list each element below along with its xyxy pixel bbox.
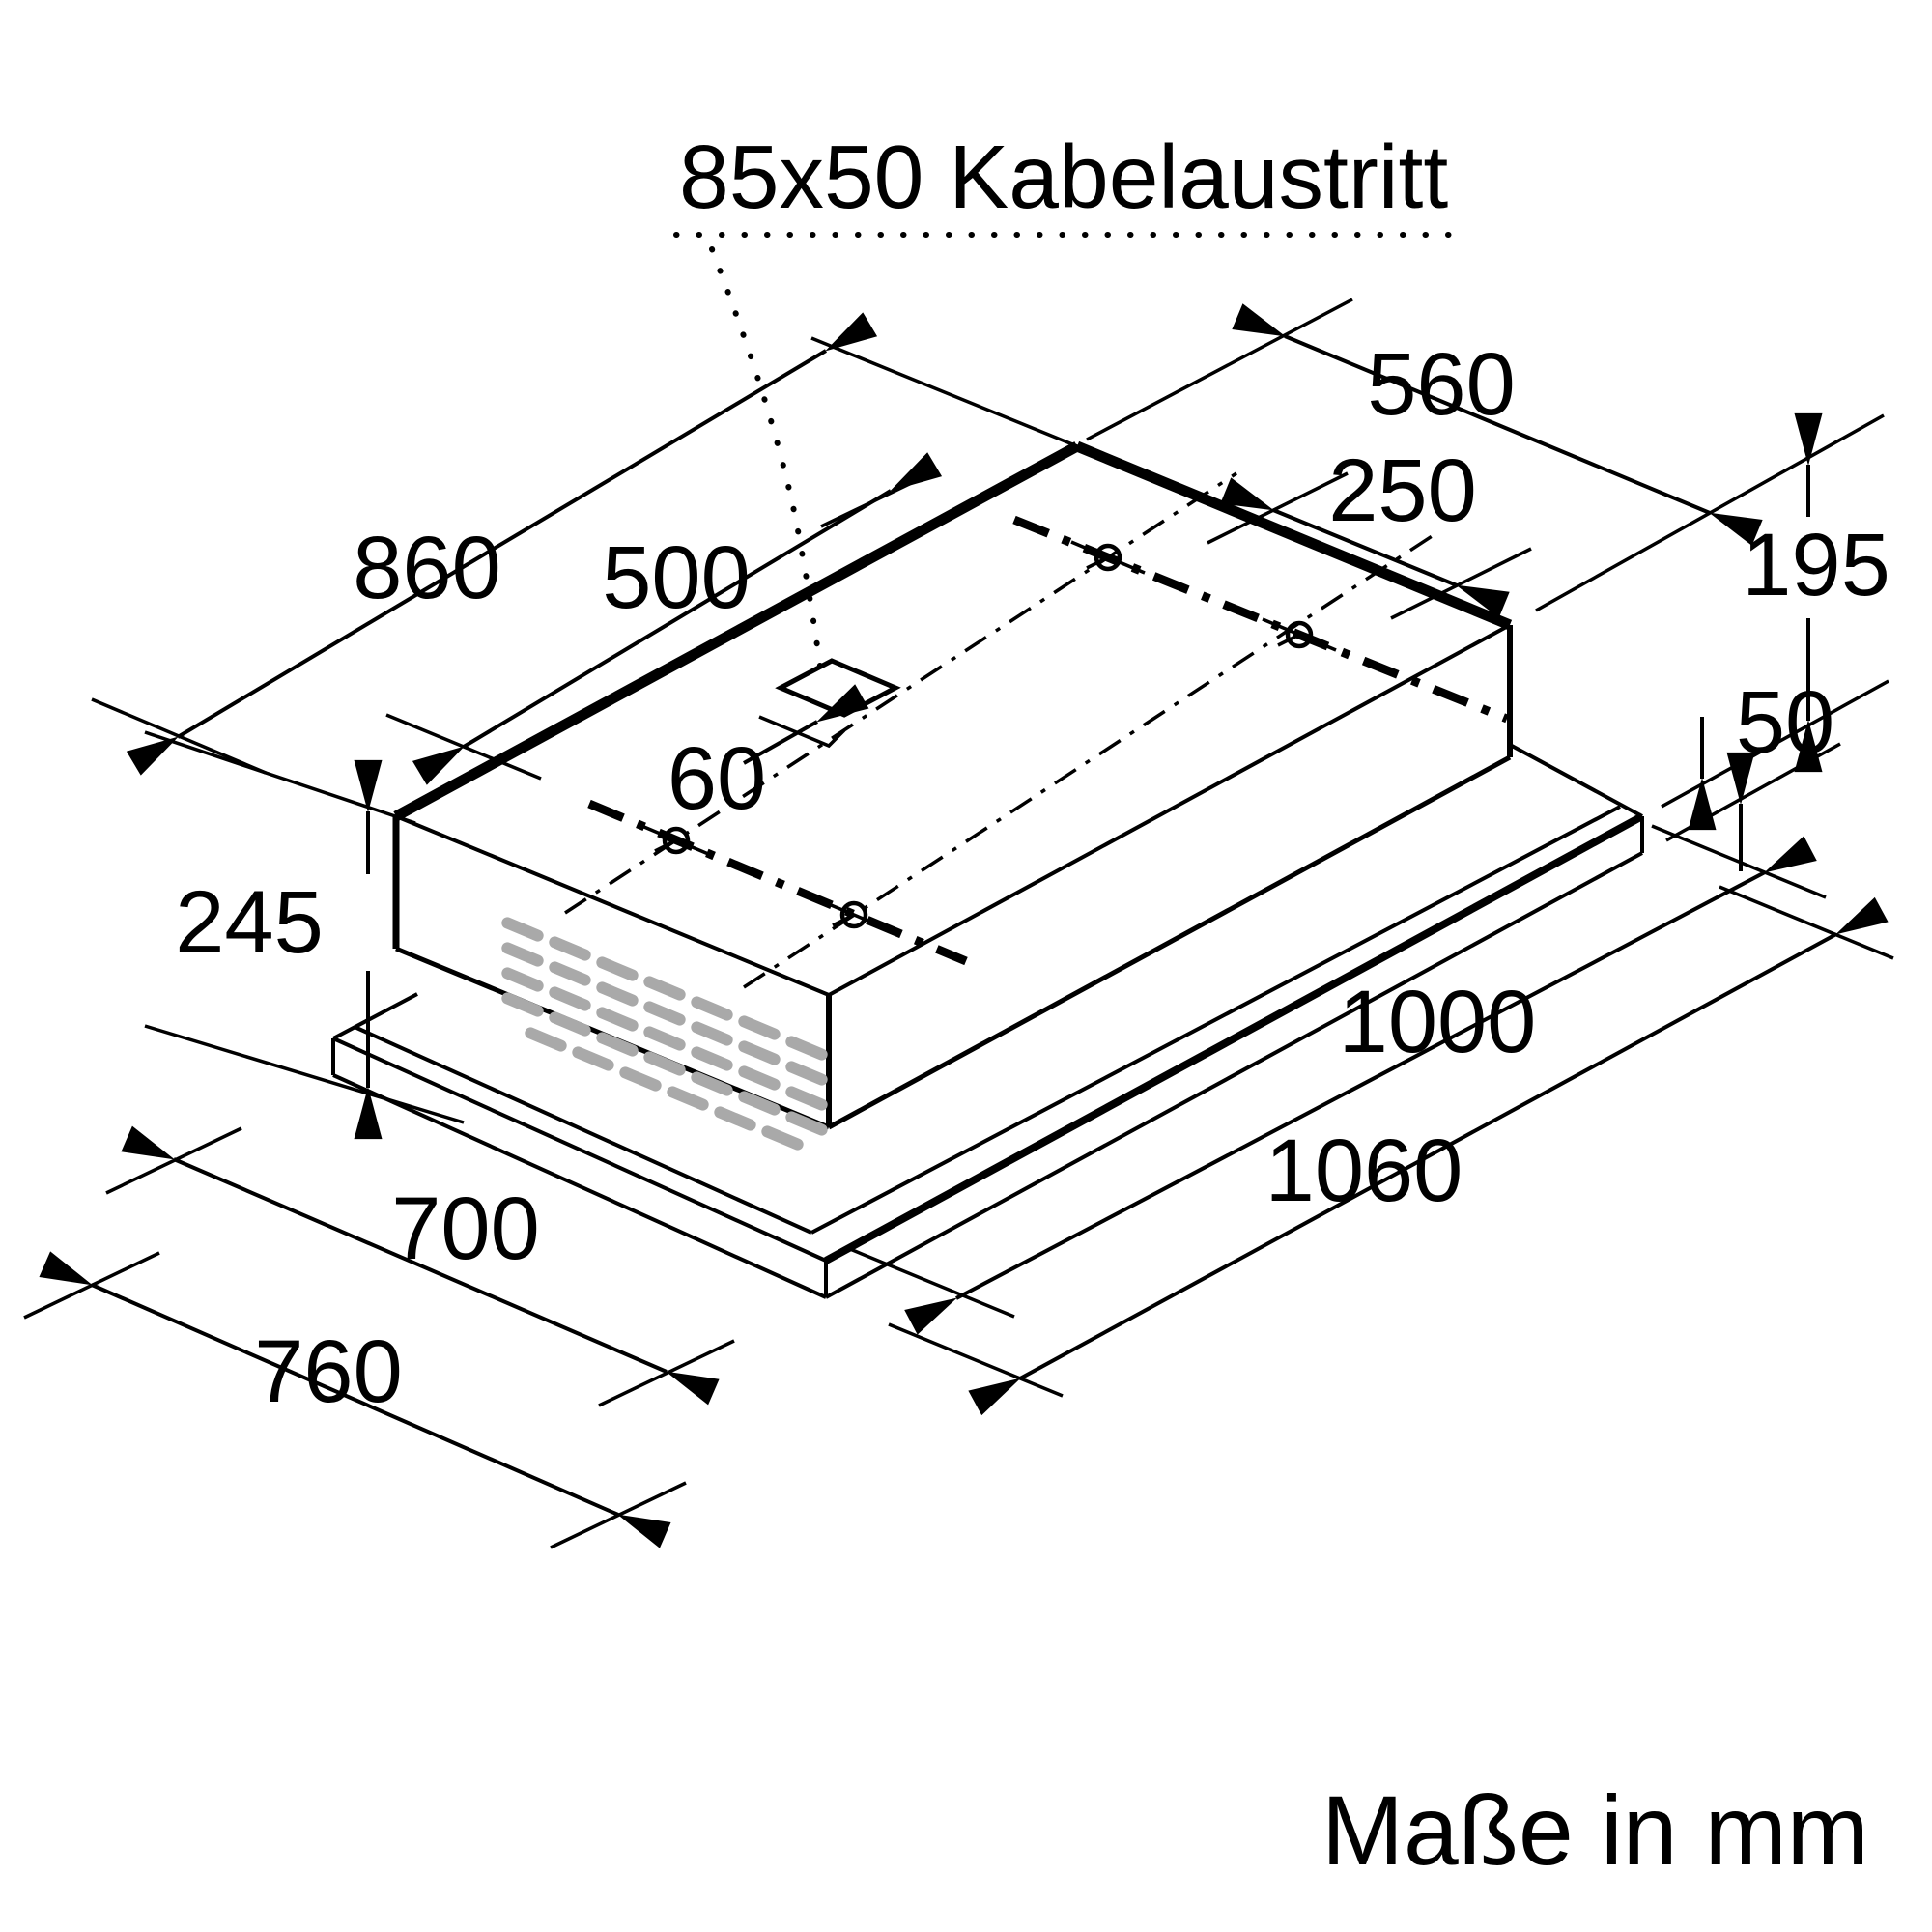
box-top-front-right-edge [828, 623, 1511, 997]
dim-line-hole-spacing-width [1220, 477, 1510, 618]
ext-line [888, 1322, 1064, 1398]
dim-line-panel-inner-length [904, 836, 1817, 1335]
dim-label-box-width: 560 [1367, 335, 1516, 434]
dim-label-panel-inner-length: 1000 [1339, 973, 1537, 1071]
keyhole-slot [816, 897, 892, 932]
dim-line-box-width [1232, 303, 1763, 546]
dim-label-cable-outlet-offset: 60 [668, 729, 766, 828]
mounting-keyholes [639, 540, 1337, 932]
ext-line [1719, 885, 1894, 960]
keyhole-slot [1262, 617, 1337, 652]
dim-label-box-length: 860 [353, 519, 501, 617]
units-note: Maße in mm [1321, 1776, 1869, 1886]
dim-label-panel-inner-width: 700 [391, 1179, 540, 1278]
cable-outlet-cutout [758, 658, 901, 749]
dim-label-panel-outer-length: 1060 [1265, 1122, 1463, 1220]
dim-line-panel-outer-length [968, 896, 1889, 1416]
dim-line-panel-outer-width [39, 1251, 671, 1548]
dim-label-hole-spacing-width: 250 [1328, 441, 1477, 540]
dim-line-cable-outlet-offset [743, 684, 869, 765]
dimension-annotations: 860 500 60 560 250 195 50 245 [23, 298, 1894, 1549]
keyhole-slot [639, 823, 714, 858]
panel-top-back-right-edge [1511, 744, 1643, 818]
panel-bottom-front-right-edge [825, 851, 1643, 1299]
ext-line [144, 730, 416, 825]
dim-label-hole-spacing-length: 500 [602, 528, 751, 627]
box-top-front-left-edge [395, 814, 830, 997]
dim-line-hole-spacing-length [412, 452, 943, 785]
panel-top-back-left-edge [332, 992, 418, 1040]
ext-line [810, 336, 1088, 452]
dim-label-box-height: 195 [1742, 516, 1890, 614]
ext-line [144, 1024, 465, 1124]
dim-label-panel-outer-width: 760 [254, 1322, 403, 1421]
keyhole-slot [1070, 540, 1146, 575]
centerline-width-1 [587, 799, 968, 966]
ext-line [1086, 298, 1353, 441]
dim-label-total-height: 245 [175, 873, 324, 972]
dim-label-panel-thickness: 50 [1736, 673, 1834, 772]
cable-outlet-label: 85x50 Kabelaustritt [679, 127, 1448, 227]
